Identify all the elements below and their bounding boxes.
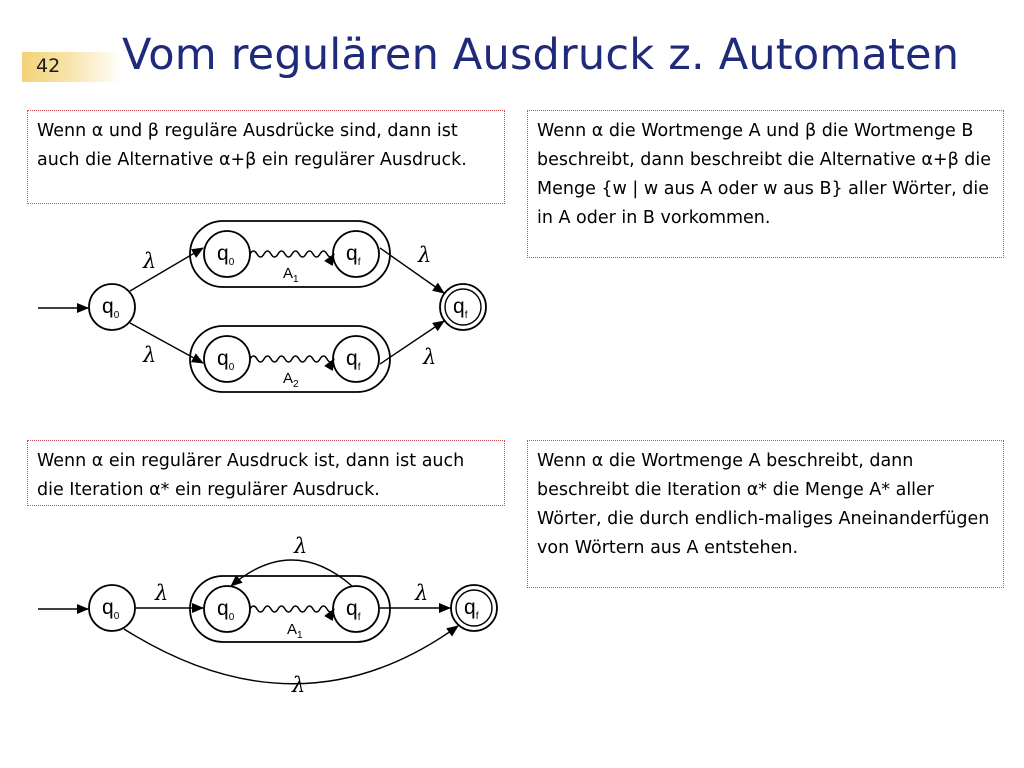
alternative-automaton-diagram: q0 q0 qf A1 q0 qf A2 qf λ λ λ λ [38, 220, 487, 393]
a1-q0-label: q0 [217, 597, 235, 623]
slide-number-badge: 42 [22, 52, 122, 82]
iteration-automaton-diagram: q0 q0 qf A1 qf λ λ λ λ [38, 534, 498, 697]
start-state-q0 [88, 283, 136, 331]
a2-label: A2 [283, 370, 299, 390]
lambda-label: λ [417, 243, 431, 267]
final-state-inner [444, 288, 482, 326]
a2-qf-label: qf [346, 347, 361, 373]
start-state-q0 [88, 584, 136, 632]
automaton-a1-frame [189, 220, 391, 288]
a1-q0-label: q0 [217, 242, 235, 268]
a1-qf-label: qf [346, 242, 361, 268]
lambda-loop-back-edge [230, 559, 353, 587]
lambda-label: λ [291, 673, 305, 697]
iteration-definition-box: Wenn α ein regulärer Ausdruck ist, dann … [27, 440, 505, 506]
iteration-semantics-box: Wenn α die Wortmenge A beschreibt, dann … [527, 440, 1004, 588]
lambda-label: λ [293, 534, 307, 558]
lambda-edge-upper-in [129, 247, 204, 292]
automaton-a2-frame [189, 325, 391, 393]
a1-transition-wave [249, 605, 335, 622]
final-state-inner [455, 589, 493, 627]
final-state-outer [439, 283, 487, 331]
a2-transition-wave [249, 355, 335, 372]
final-state-outer [450, 584, 498, 632]
lambda-label: λ [142, 343, 156, 367]
start-state-label: q0 [102, 596, 120, 622]
a2-q0-label: q0 [217, 347, 235, 373]
automaton-a1-frame [189, 575, 391, 643]
lambda-label: λ [414, 581, 428, 605]
final-state-label: qf [453, 295, 468, 321]
alternative-semantics-box: Wenn α die Wortmenge A und β die Wortmen… [527, 110, 1004, 258]
page-title: Vom regulären Ausdruck z. Automaten [122, 30, 960, 80]
final-state-label: qf [464, 596, 479, 622]
start-state-label: q0 [102, 295, 120, 321]
slide-number: 42 [36, 55, 61, 77]
lambda-edge-lower-in [129, 322, 204, 364]
lambda-label: λ [422, 345, 436, 369]
lambda-edge-upper-out [379, 247, 445, 294]
alternative-definition-box: Wenn α und β reguläre Ausdrücke sind, da… [27, 110, 505, 204]
lambda-bypass-edge [123, 625, 459, 685]
lambda-edge-lower-out [379, 320, 445, 365]
a1-label: A1 [287, 621, 303, 641]
a1-label: A1 [283, 265, 299, 285]
a1-transition-wave [249, 250, 335, 267]
lambda-label: λ [142, 249, 156, 273]
a1-qf-label: qf [346, 597, 361, 623]
lambda-label: λ [154, 581, 168, 605]
